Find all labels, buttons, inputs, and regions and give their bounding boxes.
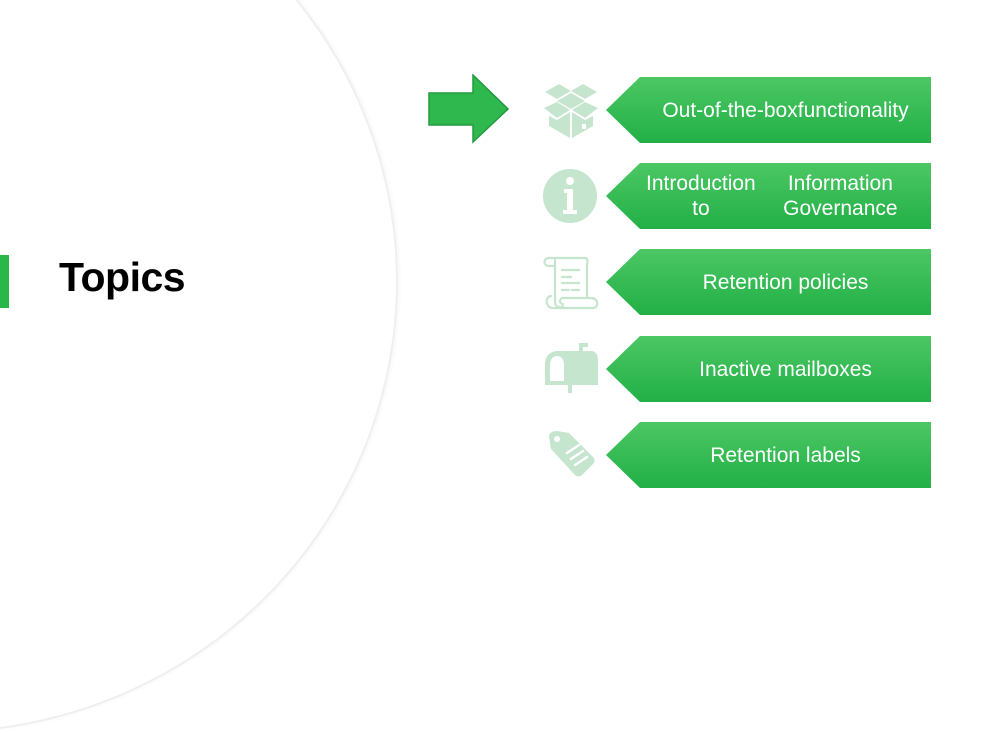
tab-shape <box>606 249 931 315</box>
topic-tab-retention-labels[interactable]: Retention labels <box>606 422 931 488</box>
slide-title: Topics <box>59 254 186 300</box>
topic-tab-label: Retention policies <box>702 270 869 294</box>
scroll-document-icon <box>543 256 599 310</box>
tab-shape <box>606 77 931 143</box>
topic-tab-label: Retention labels <box>710 443 861 467</box>
topic-tab-inactive-mailboxes[interactable]: Inactive mailboxes <box>606 336 931 402</box>
topic-tab-label: Inactive mailboxes <box>699 357 872 381</box>
mailbox-icon <box>545 343 598 393</box>
tab-shape <box>606 422 931 488</box>
info-icon <box>543 169 597 223</box>
tag-icon <box>549 431 595 477</box>
current-topic-arrow-icon <box>428 74 510 144</box>
slide: Topics <box>0 0 931 733</box>
title-accent-bar <box>0 255 9 308</box>
open-box-icon <box>544 84 598 138</box>
topic-tab-retention-policies[interactable]: Retention policies <box>606 249 931 315</box>
decorative-arc <box>0 0 398 733</box>
tab-shape <box>606 163 931 229</box>
tab-shape <box>606 336 931 402</box>
